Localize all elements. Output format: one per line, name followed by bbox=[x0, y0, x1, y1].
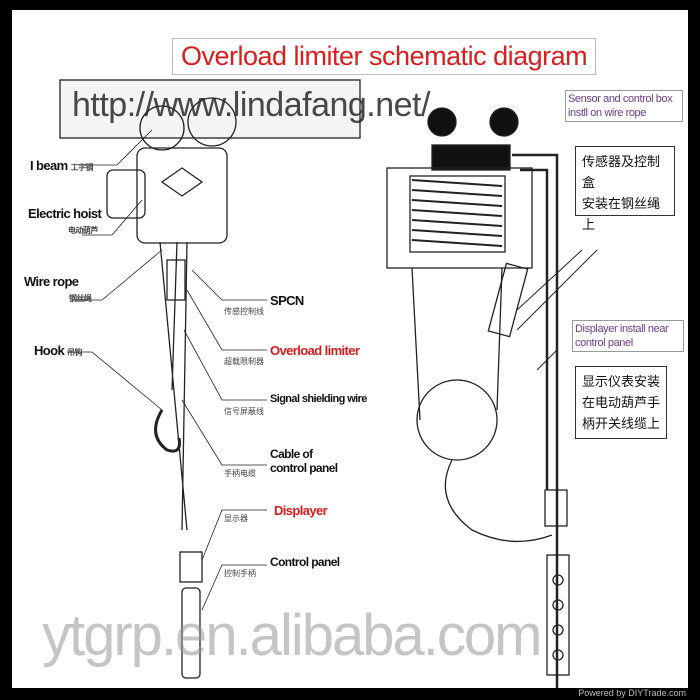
watermark-alibaba: ytgrp.en.alibaba.com bbox=[42, 603, 542, 668]
control-panel-right bbox=[546, 554, 570, 676]
label-text: Electric hoist bbox=[28, 206, 102, 221]
label-displayer-cn: 显示器 bbox=[224, 514, 248, 523]
label-text: I beam bbox=[30, 158, 68, 173]
control-panel bbox=[181, 587, 201, 679]
label-text-cn: 电动葫芦 bbox=[68, 226, 98, 235]
label-text: Wire rope bbox=[24, 274, 79, 289]
label-text: Hook bbox=[34, 343, 65, 358]
displayer bbox=[179, 551, 203, 583]
callout-displayer-en: Displayer install near control panel bbox=[572, 320, 684, 352]
callout-text: 在电动葫芦手 bbox=[582, 395, 661, 410]
label-text-cn: 钢丝绳 bbox=[69, 294, 92, 303]
label-text-cn: 吊钩 bbox=[67, 348, 82, 357]
electric-hoist bbox=[106, 97, 237, 244]
i-beam bbox=[59, 79, 361, 139]
label-i-beam: I beam 工字钢 bbox=[30, 158, 93, 173]
diagram-canvas: Overload limiter schematic diagram I bea… bbox=[12, 10, 688, 688]
callout-text: 柄开关线缆上 bbox=[582, 416, 661, 431]
callout-text: 显示仪表安装 bbox=[582, 374, 661, 389]
diagram-title: Overload limiter schematic diagram bbox=[172, 38, 597, 75]
displayer-right bbox=[544, 489, 568, 527]
label-displayer: Displayer bbox=[274, 503, 328, 518]
label-spcn-cn: 传感控制线 bbox=[224, 307, 264, 316]
callout-text: 传感器及控制盒 bbox=[582, 154, 661, 190]
schematic-drawing bbox=[59, 79, 598, 688]
callout-sensor-en: Sensor and control box instll on wire ro… bbox=[565, 90, 683, 122]
label-text-cn: 工字钢 bbox=[70, 163, 94, 172]
callout-sensor-cn: 传感器及控制盒 安装在钢丝绳上 bbox=[575, 146, 675, 232]
label-spcn: SPCN bbox=[270, 293, 304, 308]
label-signal-shielding-wire-cn: 信号屏蔽线 bbox=[224, 407, 264, 416]
hook bbox=[154, 409, 181, 453]
label-control-panel: Control panel bbox=[270, 555, 340, 569]
callout-displayer-cn: 显示仪表安装 在电动葫芦手 柄开关线缆上 bbox=[575, 366, 667, 439]
callout-text: 安装在钢丝绳上 bbox=[582, 196, 661, 232]
label-cable-of-control-panel: Cable of control panel bbox=[270, 447, 338, 475]
sensor-box bbox=[487, 262, 529, 338]
hoist-side-view bbox=[386, 107, 598, 688]
label-electric-hoist: Electric hoist 电动葫芦 bbox=[28, 206, 102, 236]
label-hook: Hook 吊钩 bbox=[34, 343, 83, 358]
label-control-panel-cn: 控制手柄 bbox=[224, 569, 256, 578]
footer-credit: Powered by DIYTrade.com bbox=[578, 688, 686, 698]
label-overload-limiter: Overload limiter bbox=[270, 343, 360, 358]
wire-rope bbox=[159, 241, 188, 531]
label-wire-rope: Wire rope 钢丝绳 bbox=[24, 274, 92, 304]
label-cable-cn: 手柄电缆 bbox=[224, 469, 256, 478]
label-signal-shielding-wire: Signal shielding wire bbox=[270, 393, 367, 405]
label-overload-limiter-cn: 超载限制器 bbox=[224, 357, 264, 366]
overload-limiter bbox=[166, 259, 186, 301]
watermark-url: http://www.lindafang.net/ bbox=[72, 86, 430, 124]
